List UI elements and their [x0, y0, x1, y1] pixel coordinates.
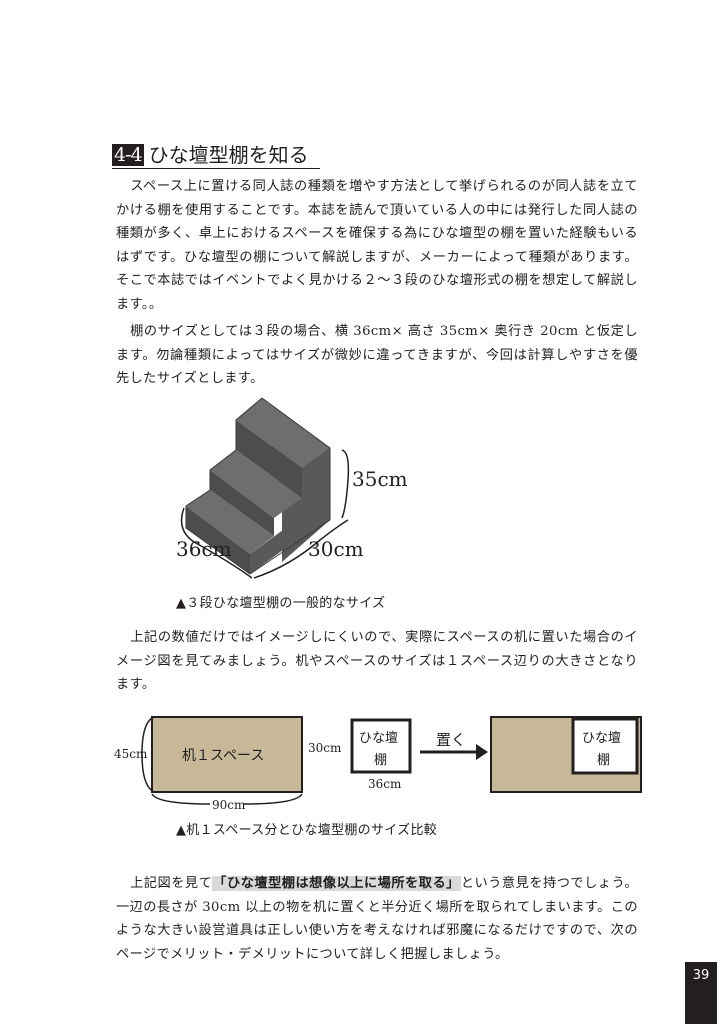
paragraph-size: 棚のサイズとしては３段の場合、横 36cm× 高さ 35cm× 奥行き 20cm…	[116, 320, 638, 391]
paragraph-conclusion-before: 上記図を見て	[130, 876, 213, 891]
shelf-step2-top	[210, 450, 302, 518]
figure2-caption: ▲机１スペース分とひな壇型棚のサイズ比較	[176, 823, 438, 838]
height-label: 35cm	[352, 467, 408, 491]
paragraph-layout: 上記の数値だけではイメージしにくいので、実際にスペースの机に置いた場合のイメージ…	[116, 626, 638, 697]
shelf-box-label-2: 棚	[374, 753, 387, 768]
shelf-step3-top	[236, 398, 330, 468]
section-heading: 4-4 ひな壇型棚を知る	[112, 143, 309, 167]
desk-width-label: 90cm	[212, 798, 246, 812]
shelf-height-label: 30cm	[308, 741, 342, 755]
paragraph-intro-text: スペース上に置ける同人誌の種類を増やす方法として挙げられるのが同人誌を立てかける…	[116, 179, 638, 312]
figure1-caption: ▲３段ひな壇型棚の一般的なサイズ	[176, 596, 386, 611]
shelf-lower-side	[250, 516, 302, 574]
depth-bracket	[253, 519, 349, 579]
desk-height-bracket	[141, 716, 155, 793]
highlight-phrase: 「ひな壇型棚は想像以上に場所を取る」	[212, 876, 461, 891]
desk-width-bracket	[151, 793, 303, 805]
page-number: 39	[685, 962, 717, 1024]
heading-underline	[112, 168, 320, 169]
paragraph-layout-text: 上記の数値だけではイメージしにくいので、実際にスペースの机に置いた場合のイメージ…	[116, 630, 638, 692]
shelf-step3-front	[236, 420, 302, 498]
placed-shelf-box	[571, 717, 639, 775]
shelf-width-label: 36cm	[368, 777, 402, 791]
desk-height-label: 45cm	[114, 747, 148, 761]
depth-label: 30cm	[308, 537, 364, 561]
shelf-right-lower	[302, 478, 330, 536]
section-title: ひな壇型棚を知る	[148, 143, 309, 167]
width-bracket	[180, 507, 253, 579]
shelf-box-label-1: ひな壇	[359, 730, 398, 746]
section-number: 4-4	[112, 144, 144, 166]
height-bracket	[341, 449, 350, 519]
shelf-step1-top	[186, 490, 274, 554]
paragraph-intro: スペース上に置ける同人誌の種類を増やす方法として挙げられるのが同人誌を立てかける…	[116, 175, 638, 316]
shelf-step1-front	[186, 506, 250, 574]
arrow-head-icon	[476, 744, 488, 760]
shelf-edge-lines	[185, 397, 331, 575]
desk-rect	[151, 716, 303, 793]
shelf-box	[350, 718, 412, 774]
paragraph-size-text: 棚のサイズとしては３段の場合、横 36cm× 高さ 35cm× 奥行き 20cm…	[116, 324, 638, 386]
shelf-step2-front	[210, 470, 274, 536]
width-label: 36cm	[176, 537, 232, 561]
arrow-label: 置く	[436, 731, 466, 749]
desk-comparison-figure: 机１スペース 45cm 90cm 30cm ひな壇 棚 36cm 置く ひな壇 …	[114, 716, 642, 812]
placed-shelf-label-1: ひな壇	[582, 730, 621, 746]
paragraph-conclusion: 上記図を見て「ひな壇型棚は想像以上に場所を取る」という意見を持つでしょう。一辺の…	[116, 872, 638, 966]
desk-label: 机１スペース	[182, 748, 264, 764]
paragraph-conclusion-after: という意見を持つでしょう。一辺の長さが 30cm 以上の物を机に置くと半分近く場…	[116, 876, 638, 962]
placed-shelf-label-2: 棚	[597, 753, 610, 768]
shelf-3d-figure: 35cm 36cm 30cm	[176, 397, 408, 579]
